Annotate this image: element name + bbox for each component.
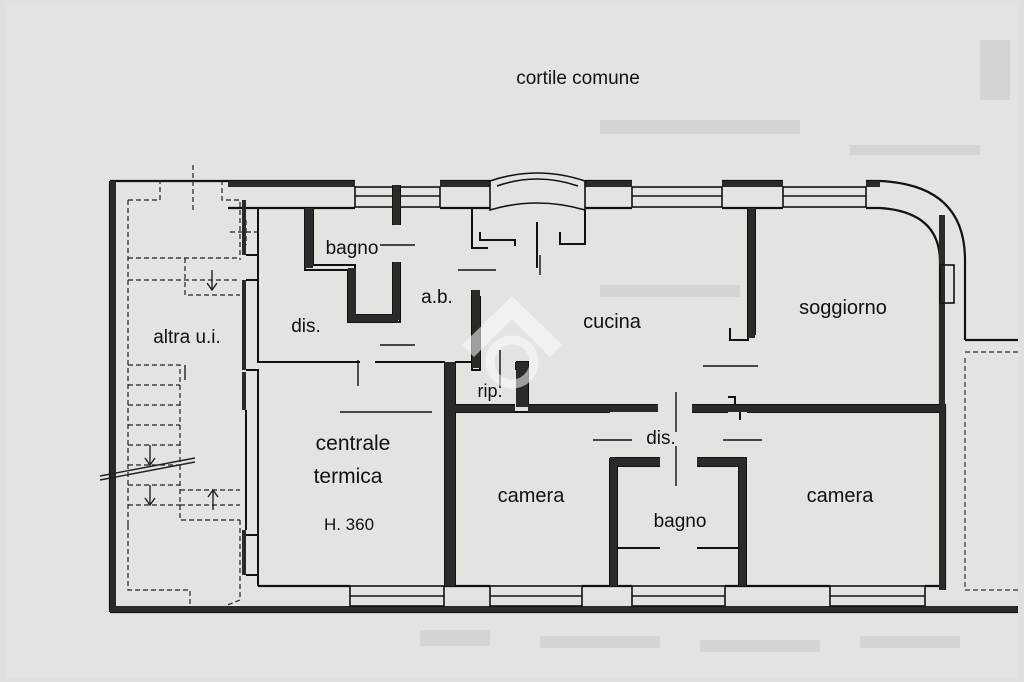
room-label-dis-center: dis. — [646, 428, 676, 449]
room-label-termica: termica — [314, 465, 383, 488]
room-label-dis-left: dis. — [291, 316, 321, 337]
courtyard-label: cortile comune — [516, 68, 640, 89]
room-label-centrale: centrale — [316, 432, 391, 455]
stair-arrows — [99, 270, 219, 510]
windows-bottom — [349, 585, 926, 607]
bleed-through-marks — [420, 40, 1010, 652]
watermark-logo-icon — [462, 296, 562, 389]
left-interior-outline — [245, 208, 340, 586]
room-label-bagno-bottom: bagno — [654, 511, 707, 532]
room-label-camera-left: camera — [498, 485, 566, 507]
room-label-rip: rip. — [477, 381, 502, 401]
room-label-camera-right: camera — [807, 485, 875, 507]
door-marks — [340, 244, 762, 486]
right-small-window — [939, 264, 955, 304]
room-label-ab: a.b. — [421, 287, 453, 308]
left-interior-wall — [242, 200, 246, 575]
room-label-cucina: cucina — [583, 311, 642, 333]
room-label-soggiorno: soggiorno — [799, 297, 887, 319]
outer-wall-fill — [110, 181, 1018, 612]
room-label-altra-ui: altra u.i. — [153, 327, 221, 348]
room-label-bagno-top: bagno — [326, 238, 379, 259]
height-note: H. 360 — [324, 515, 374, 534]
right-neighbor-dashed — [964, 351, 1018, 591]
